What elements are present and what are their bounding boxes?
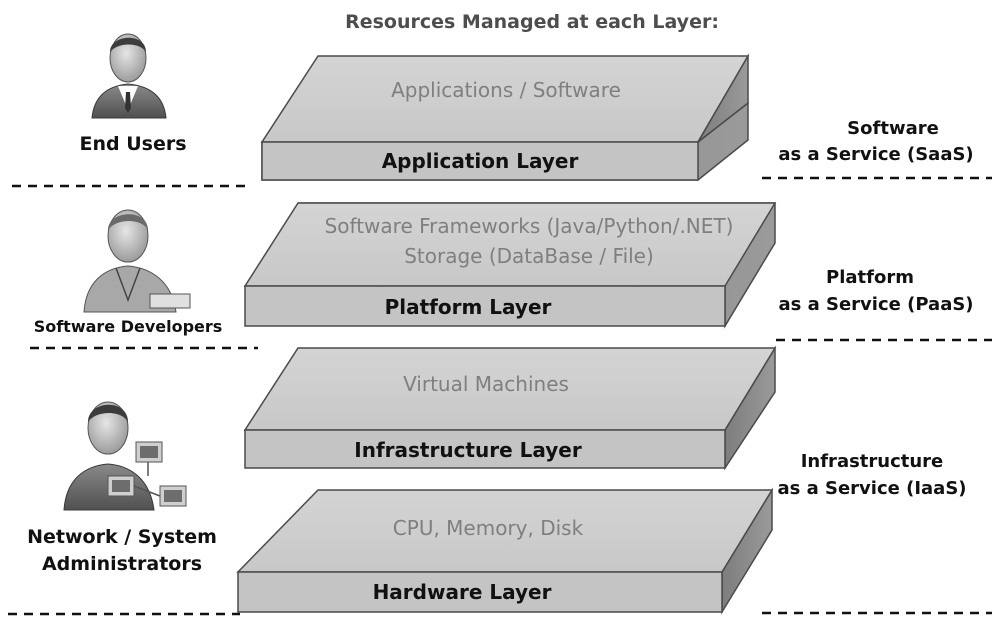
- hardware-resource-text: CPU, Memory, Disk: [393, 516, 584, 540]
- hardware-layer-label: Hardware Layer: [373, 580, 552, 604]
- administrator-icon: [63, 401, 187, 511]
- end-user-icon: [91, 33, 167, 119]
- platform-resource-text-1: Software Frameworks (Java/Python/.NET): [325, 214, 734, 238]
- platform-layer-label: Platform Layer: [385, 295, 552, 319]
- iaas-line-2: as a Service (IaaS): [777, 478, 966, 499]
- role-end-users: End Users: [79, 133, 186, 155]
- saas-line-1: Software: [847, 118, 939, 139]
- hardware-layer-slab: CPU, Memory, Disk Hardware Layer: [236, 487, 774, 615]
- application-layer-slab: Applications / Software Application Laye…: [260, 53, 750, 181]
- platform-layer-slab: Software Frameworks (Java/Python/.NET) S…: [243, 202, 777, 329]
- infrastructure-layer-label: Infrastructure Layer: [354, 438, 582, 462]
- paas-line-2: as a Service (PaaS): [778, 294, 973, 315]
- infrastructure-layer-slab: Virtual Machines Infrastructure Layer: [243, 345, 777, 471]
- diagram-header: Resources Managed at each Layer:: [345, 11, 719, 33]
- paas-line-1: Platform: [826, 267, 914, 288]
- role-admins-line-2: Administrators: [42, 553, 202, 575]
- application-resource-text: Applications / Software: [391, 78, 621, 102]
- application-layer-label: Application Layer: [382, 149, 579, 173]
- role-software-developers: Software Developers: [34, 317, 223, 336]
- developer-icon: [83, 209, 191, 313]
- platform-resource-text-2: Storage (DataBase / File): [404, 244, 654, 268]
- infrastructure-resource-text: Virtual Machines: [403, 372, 569, 396]
- iaas-line-1: Infrastructure: [801, 451, 944, 472]
- role-admins-line-1: Network / System: [27, 526, 217, 548]
- saas-line-2: as a Service (SaaS): [778, 144, 973, 165]
